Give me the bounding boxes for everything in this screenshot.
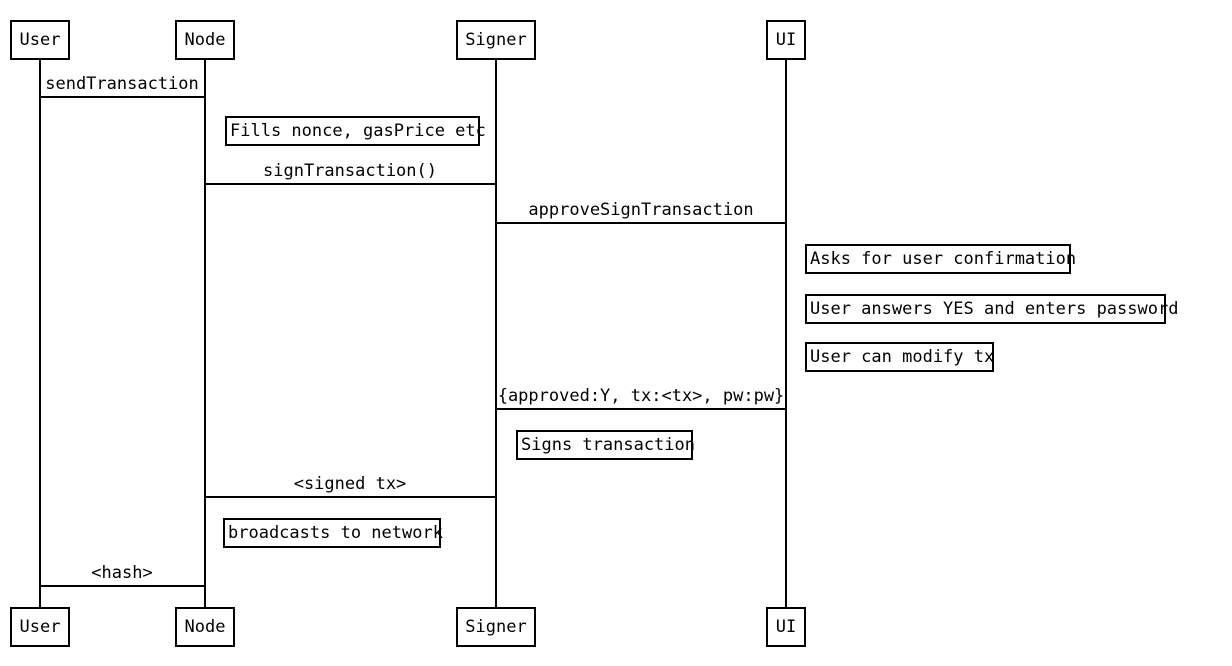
- lifeline-signer: [495, 60, 497, 607]
- message-line-approveSignTransaction: [496, 222, 786, 224]
- lifeline-node: [204, 60, 206, 607]
- actor-box-user-bottom: User: [10, 607, 70, 647]
- message-line-sendTransaction: [40, 96, 205, 98]
- message-label-signed-tx: <signed tx>: [293, 474, 407, 494]
- note-user-modify-tx: User can modify tx: [805, 342, 994, 372]
- message-line-signed-tx: [205, 496, 496, 498]
- lifeline-ui: [785, 60, 787, 607]
- note-asks-confirmation: Asks for user confirmation: [805, 244, 1076, 274]
- message-line-approved-reply: [496, 408, 786, 410]
- actor-box-signer-bottom: Signer: [456, 607, 536, 647]
- actor-box-node-top: Node: [175, 20, 235, 60]
- actor-box-node-bottom: Node: [175, 607, 235, 647]
- message-label-approveSignTransaction: approveSignTransaction: [528, 200, 754, 220]
- note-signs-transaction: Signs transaction: [516, 430, 695, 460]
- message-line-signTransaction: [205, 183, 496, 185]
- message-label-sendTransaction: sendTransaction: [45, 74, 199, 94]
- lifeline-user: [39, 60, 41, 607]
- message-label-signTransaction: signTransaction(): [263, 161, 437, 181]
- note-broadcasts-network: broadcasts to network: [223, 518, 443, 548]
- message-label-approved-reply: {approved:Y, tx:<tx>, pw:pw}: [497, 386, 785, 406]
- message-line-hash: [40, 585, 205, 587]
- actor-box-ui-top: UI: [766, 20, 806, 60]
- note-fills-nonce: Fills nonce, gasPrice etc: [225, 116, 486, 146]
- actor-box-ui-bottom: UI: [766, 607, 806, 647]
- actor-box-signer-top: Signer: [456, 20, 536, 60]
- note-answers-yes: User answers YES and enters password: [805, 294, 1178, 324]
- message-label-hash: <hash>: [91, 563, 153, 583]
- actor-box-user-top: User: [10, 20, 70, 60]
